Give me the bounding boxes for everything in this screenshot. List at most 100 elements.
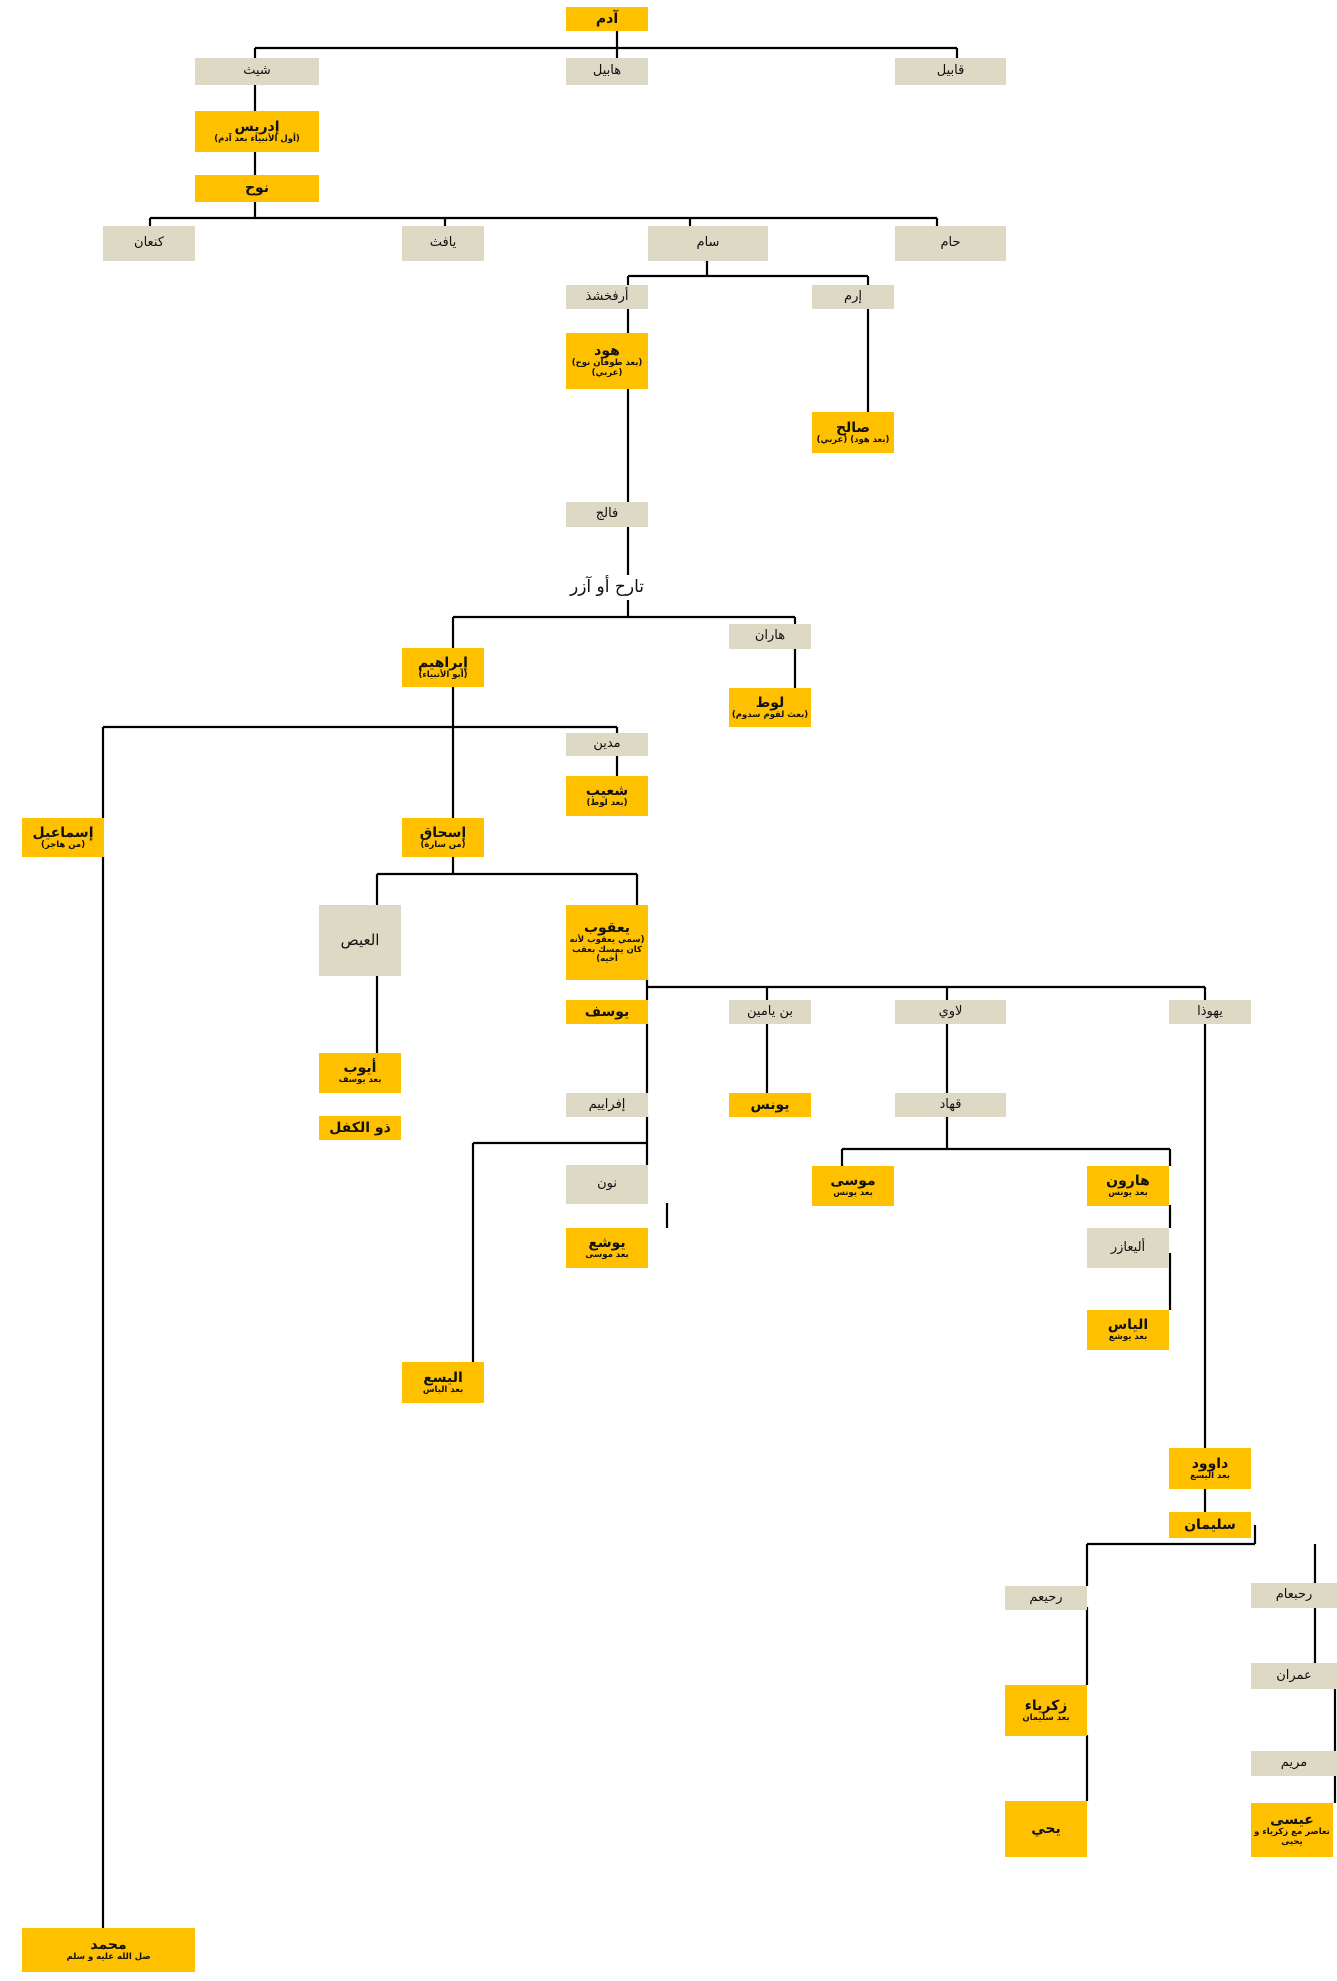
node-ishaq: إسحاق (من سارة) xyxy=(402,818,484,857)
node-name: بن يامين xyxy=(747,1003,794,1019)
node-name: أيوب xyxy=(343,1060,377,1077)
node-name: عمران xyxy=(1276,1667,1312,1683)
node-name: هاران xyxy=(754,628,786,644)
node-lawi: لاوي xyxy=(895,1000,1006,1024)
node-ismail: إسماعيل (من هاجر) xyxy=(22,818,104,857)
node-note: صل الله عليه و سلم xyxy=(66,1952,151,1963)
node-name: تارح أو آزر xyxy=(570,577,644,598)
node-yahya: يحي xyxy=(1005,1801,1087,1857)
node-name: هارون xyxy=(1106,1173,1150,1190)
node-name: رحيعم xyxy=(1029,1589,1063,1605)
node-name: إبراهيم xyxy=(418,654,468,671)
node-note: (بعد هود) (عربي) xyxy=(816,434,890,445)
node-qahath: قهاد xyxy=(895,1093,1006,1117)
node-al-ays: العيص xyxy=(319,905,401,976)
node-note: بعد يونس xyxy=(833,1188,873,1199)
node-name: إرم xyxy=(844,288,862,304)
node-name: شيث xyxy=(243,63,271,79)
node-name: نون xyxy=(597,1176,617,1192)
node-madyan: مدين xyxy=(566,733,648,756)
node-name: ذو الكفل xyxy=(329,1119,391,1136)
node-name: يونس xyxy=(750,1096,790,1113)
node-zakariya: زكرياء بعد سليمان xyxy=(1005,1685,1087,1736)
node-name: إسماعيل xyxy=(32,824,94,841)
node-name: صالح xyxy=(835,419,871,436)
node-name: نوح xyxy=(244,180,270,197)
node-note: (بعد لوط) xyxy=(586,798,628,809)
node-name: رحبعام xyxy=(1275,1587,1313,1603)
node-sam: سام xyxy=(648,226,768,261)
node-note: بعد يوشع xyxy=(1108,1332,1148,1343)
node-name: أليعازر xyxy=(1110,1239,1146,1255)
node-haran: هاران xyxy=(729,624,811,649)
node-arfakhshad: أرفخشذ xyxy=(566,285,648,309)
node-note: (أبو الأنبياء) xyxy=(418,669,468,680)
node-hud: هود (بعد طوفان نوح) (عربي) xyxy=(566,333,648,389)
node-note: بعد يوسف xyxy=(338,1075,382,1086)
node-name: العيص xyxy=(340,930,380,949)
node-rahbaam: رحبعام xyxy=(1251,1583,1337,1608)
node-imran: عمران xyxy=(1251,1663,1337,1689)
node-note: بعد موسى xyxy=(585,1250,629,1261)
node-name: حام xyxy=(940,235,961,251)
node-name: عيسى xyxy=(1270,1812,1314,1829)
node-name: يوسف xyxy=(584,1003,630,1020)
node-name: مدين xyxy=(593,736,621,752)
node-shith: شيث xyxy=(195,58,319,85)
node-isa: عيسى تعاصر مع زكرياء و يحيى xyxy=(1251,1803,1333,1857)
node-salih: صالح (بعد هود) (عربي) xyxy=(812,412,894,453)
node-name: يهوذا xyxy=(1197,1003,1223,1019)
node-yaqub: يعقوب (سمي يعقوب لأنه كان يمسك بعقب أخيه… xyxy=(566,905,648,980)
node-habil: هابيل xyxy=(566,58,648,85)
node-maryam: مريم xyxy=(1251,1751,1337,1776)
node-binyamin: بن يامين xyxy=(729,1000,811,1024)
node-ham: حام xyxy=(895,226,1006,261)
node-musa: موسى بعد يونس xyxy=(812,1166,894,1206)
node-name: فالج xyxy=(595,506,619,522)
node-name: هابيل xyxy=(592,63,622,79)
node-name: قهاد xyxy=(939,1096,962,1112)
node-name: موسى xyxy=(830,1173,876,1190)
node-nun: نون xyxy=(566,1165,648,1204)
node-aliazar: أليعازر xyxy=(1087,1228,1169,1268)
node-note: بعد يونس xyxy=(1108,1188,1148,1199)
node-note: بعد اليسع xyxy=(1190,1470,1230,1481)
node-name: يعقوب xyxy=(583,919,631,936)
node-name: محمد xyxy=(90,1937,127,1954)
node-name: سليمان xyxy=(1184,1516,1236,1533)
node-note: (بعث لقوم سدوم) xyxy=(731,709,809,720)
node-note: (سمي يعقوب لأنه كان يمسك بعقب أخيه) xyxy=(569,934,645,965)
node-iram: إرم xyxy=(812,285,894,309)
node-note: (من هاجر) xyxy=(40,839,86,850)
node-ibrahim: إبراهيم (أبو الأنبياء) xyxy=(402,648,484,687)
node-lut: لوط (بعث لقوم سدوم) xyxy=(729,688,811,727)
node-idris: إدريس (أول الأنبياء بعد آدم) xyxy=(195,111,319,152)
node-name: زكرياء xyxy=(1024,1697,1068,1714)
node-adam: آدم xyxy=(566,7,648,31)
node-harun: هارون بعد يونس xyxy=(1087,1166,1169,1206)
node-note: تعاصر مع زكرياء و يحيى xyxy=(1254,1827,1330,1848)
node-sulayman: سليمان xyxy=(1169,1512,1251,1538)
node-note: (بعد طوفان نوح) (عربي) xyxy=(571,358,643,379)
node-tarih: تارح أو آزر xyxy=(556,575,658,601)
node-ayyub: أيوب بعد يوسف xyxy=(319,1053,401,1093)
node-name: سام xyxy=(696,235,720,251)
node-name: آدم xyxy=(595,10,619,27)
node-name: يحي xyxy=(1031,1820,1061,1837)
node-shuayb: شعيب (بعد لوط) xyxy=(566,776,648,816)
node-name: يوشع xyxy=(588,1235,626,1252)
node-name: لاوي xyxy=(938,1003,963,1019)
node-note: (من سارة) xyxy=(420,839,466,850)
node-rahiam: رحيعم xyxy=(1005,1586,1087,1610)
node-ilyas: الياس بعد يوشع xyxy=(1087,1310,1169,1350)
node-muhammad: محمد صل الله عليه و سلم xyxy=(22,1928,195,1972)
node-yafith: يافث xyxy=(402,226,484,261)
node-dawud: داوود بعد اليسع xyxy=(1169,1448,1251,1489)
node-kanaan: كنعان xyxy=(103,226,195,261)
node-qabil: قابيل xyxy=(895,58,1006,85)
node-name: يافث xyxy=(429,235,457,251)
node-name: هود xyxy=(594,343,620,360)
node-name: شعيب xyxy=(585,783,629,800)
node-note: بعد الياس xyxy=(422,1384,464,1395)
